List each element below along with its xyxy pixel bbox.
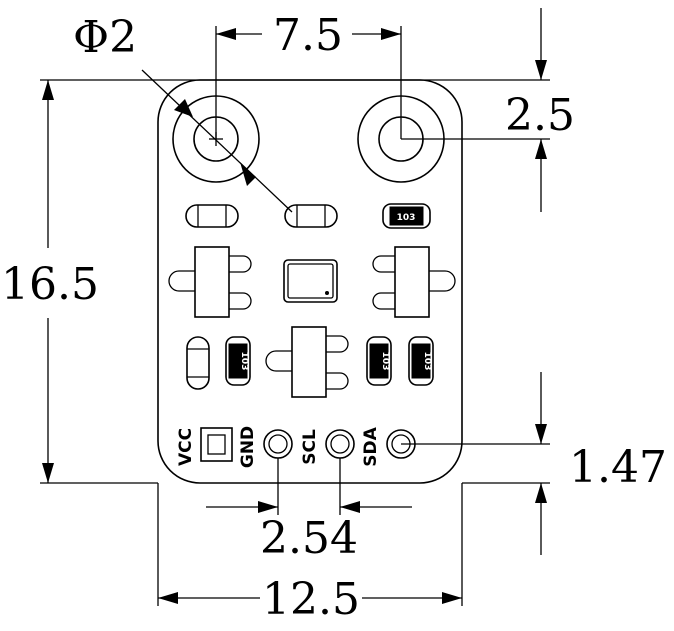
dimension-pin-pitch: 2.54 (206, 458, 412, 564)
board-outline (157, 79, 463, 484)
pin-label-scl: SCL (300, 429, 320, 465)
dimension-label-pin-offset: 1.47 (569, 442, 667, 493)
dimension-hole-offset: 2.5 (40, 8, 575, 212)
dimension-hole-spacing: 7.5 (215, 10, 402, 139)
dimension-label-hole-spacing: 7.5 (273, 10, 343, 61)
dimension-label-board-height: 16.5 (1, 259, 99, 310)
dimension-hole-diameter: Φ2 (73, 12, 293, 213)
component-capsule-vertical (186, 336, 210, 390)
pin-pad-round (325, 429, 355, 459)
resistor-code-label: 103 (397, 213, 416, 223)
transistor-bottom (265, 326, 349, 398)
resistor-vertical-mid: 103 (366, 336, 392, 386)
pin-label-gnd: GND (238, 426, 258, 468)
resistor-code-label: 103 (380, 352, 390, 371)
dimension-label-board-width: 12.5 (262, 574, 360, 625)
transistor-left (168, 246, 252, 318)
pin-label-vcc: VCC (176, 428, 196, 466)
component-capsule-1 (185, 204, 239, 228)
resistor-code-label: 103 (239, 352, 249, 371)
pin-pad-square (200, 427, 233, 462)
dimension-board-height: 16.5 (1, 80, 158, 484)
dimension-label-pin-pitch: 2.54 (260, 513, 358, 564)
sensor-chip (283, 259, 338, 303)
pin-pad-round (263, 429, 293, 459)
resistor-vertical-right: 103 (408, 336, 434, 386)
dimension-label-hole-diameter: Φ2 (73, 12, 137, 63)
component-capsule-2 (284, 204, 338, 228)
resistor-top: 103 (382, 203, 431, 229)
pin-label-sda: SDA (361, 426, 381, 466)
resistor-vertical-left: 103 (225, 336, 251, 386)
resistor-code-label: 103 (422, 352, 432, 371)
dimension-label-hole-offset: 2.5 (505, 90, 575, 141)
dimension-pin-offset: 1.47 (401, 372, 667, 555)
dimension-board-width: 12.5 (157, 483, 463, 625)
pin-header: VCC GND SCL SDA (176, 426, 416, 468)
transistor-right (372, 246, 456, 318)
